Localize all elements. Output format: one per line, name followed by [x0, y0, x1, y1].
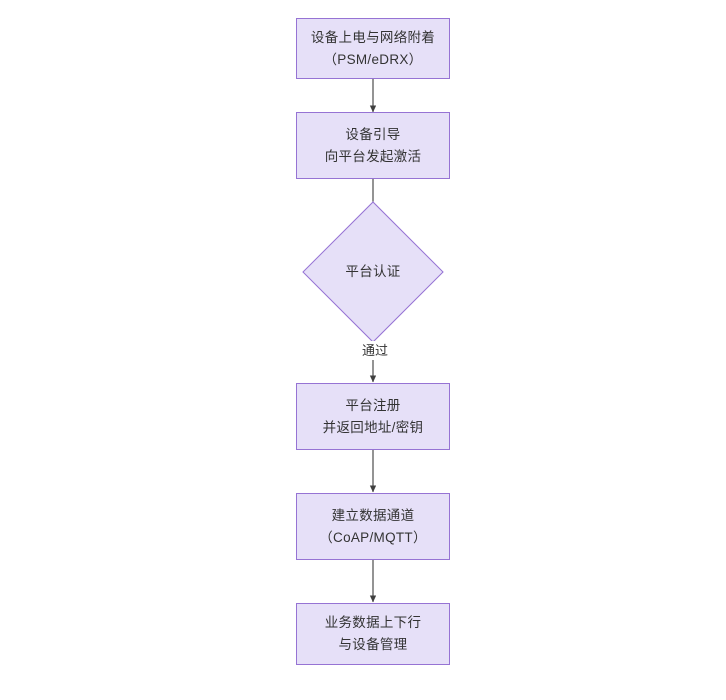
node-label: 业务数据上下行 与设备管理: [324, 615, 422, 652]
edge-label-pass: 通过: [353, 341, 397, 360]
node-establish-data-channel[interactable]: 建立数据通道 （CoAP/MQTT）: [296, 493, 450, 560]
node-device-power-on[interactable]: 设备上电与网络附着 （PSM/eDRX）: [296, 18, 450, 79]
node-label: 平台注册 并返回地址/密钥: [322, 397, 424, 435]
node-device-bootstrap[interactable]: 设备引导 向平台发起激活: [296, 112, 450, 179]
node-label: 建立数据通道 （CoAP/MQTT）: [319, 507, 427, 545]
node-business-data[interactable]: 业务数据上下行 与设备管理: [296, 603, 450, 665]
node-label: 设备上电与网络附着 （PSM/eDRX）: [310, 29, 436, 67]
node-platform-register[interactable]: 平台注册 并返回地址/密钥: [296, 383, 450, 450]
node-platform-auth[interactable]: 平台认证: [302, 201, 444, 343]
node-label: 平台认证: [345, 264, 401, 279]
node-label: 设备引导 向平台发起激活: [324, 126, 422, 164]
